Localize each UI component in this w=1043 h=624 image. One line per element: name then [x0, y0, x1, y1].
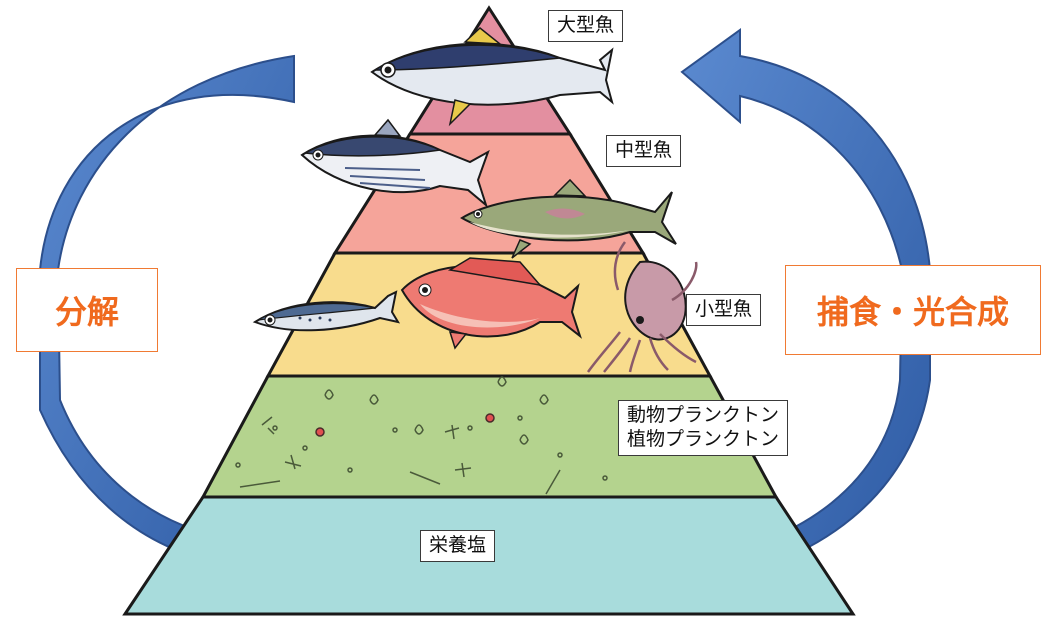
label-medium-fish: 中型魚 — [606, 135, 682, 167]
label-nutrients: 栄養塩 — [420, 530, 496, 562]
squid-illustration — [586, 241, 698, 373]
label-small-fish: 小型魚 — [686, 294, 762, 326]
predation-photosynthesis-label: 捕食・光合成 — [785, 265, 1041, 355]
label-zooplankton: 動物プランクトン — [627, 404, 780, 426]
label-large-fish: 大型魚 — [548, 10, 624, 42]
skipjack-illustration — [300, 118, 490, 208]
salmon-illustration — [460, 178, 677, 259]
sardine-illustration — [252, 290, 401, 332]
label-phytoplankton: 植物プランクトン — [627, 427, 780, 450]
plankton-illustration — [235, 376, 608, 495]
tuna-illustration — [370, 27, 614, 127]
label-plankton: 動物プランクトン 植物プランクトン — [618, 400, 789, 456]
decomposition-label: 分解 — [16, 268, 158, 352]
right-cycle-arrow — [680, 28, 931, 586]
sea-bream-illustration — [400, 257, 582, 350]
